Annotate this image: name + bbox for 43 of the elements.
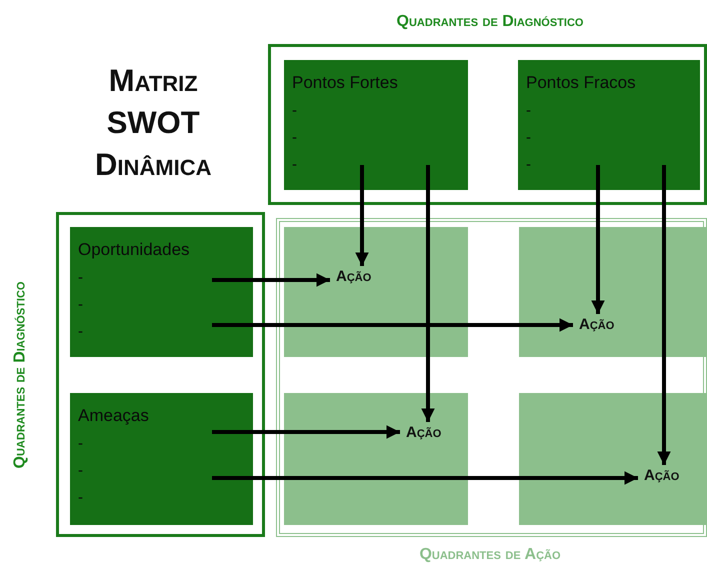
quadrant-box	[70, 227, 253, 357]
quadrant-title: Pontos Fracos	[526, 72, 637, 94]
arrow	[212, 273, 330, 287]
arrow	[212, 471, 638, 485]
bullet-dash: -	[292, 128, 298, 148]
action-quadrant-box	[284, 393, 468, 525]
bullet-dash: -	[78, 322, 84, 342]
action-label: Ação	[336, 268, 372, 285]
action-quadrant-box	[519, 227, 707, 357]
quadrant-box	[70, 393, 253, 525]
arrow	[591, 165, 605, 314]
bullet-dash: -	[78, 268, 84, 288]
quadrant-group-frame	[56, 212, 265, 537]
bullet-dash: -	[526, 101, 532, 121]
bullet-dash: -	[526, 155, 532, 175]
bullet-dash: -	[78, 295, 84, 315]
bullet-dash: -	[78, 461, 84, 481]
arrow	[212, 318, 573, 332]
quadrant-title: Ameaças	[78, 405, 150, 427]
action-quadrant-box	[519, 393, 707, 525]
section-heading: Quadrantes de Diagnóstico	[11, 282, 29, 468]
action-quadrant-box	[284, 227, 468, 357]
quadrant-title: Pontos Fortes	[292, 72, 399, 94]
section-heading: Quadrantes de Diagnóstico	[396, 13, 584, 31]
action-label: Ação	[406, 424, 442, 441]
quadrant-title: Oportunidades	[78, 239, 191, 261]
bullet-dash: -	[526, 128, 532, 148]
bullet-dash: -	[292, 155, 298, 175]
action-label: Ação	[579, 316, 614, 333]
diagram-title: Matriz SWOT Dinâmica	[95, 62, 212, 184]
bullet-dash: -	[78, 434, 84, 454]
quadrant-group-frame	[276, 218, 707, 537]
arrow	[355, 165, 369, 266]
section-heading: Quadrantes de Ação	[419, 546, 561, 564]
quadrant-box	[284, 60, 468, 190]
quadrant-group-frame	[268, 44, 707, 205]
bullet-dash: -	[292, 101, 298, 121]
action-label: Ação	[644, 467, 680, 484]
arrow	[421, 165, 435, 422]
arrow	[212, 425, 400, 439]
arrow	[657, 165, 671, 465]
bullet-dash: -	[78, 488, 84, 508]
quadrant-box	[518, 60, 700, 190]
